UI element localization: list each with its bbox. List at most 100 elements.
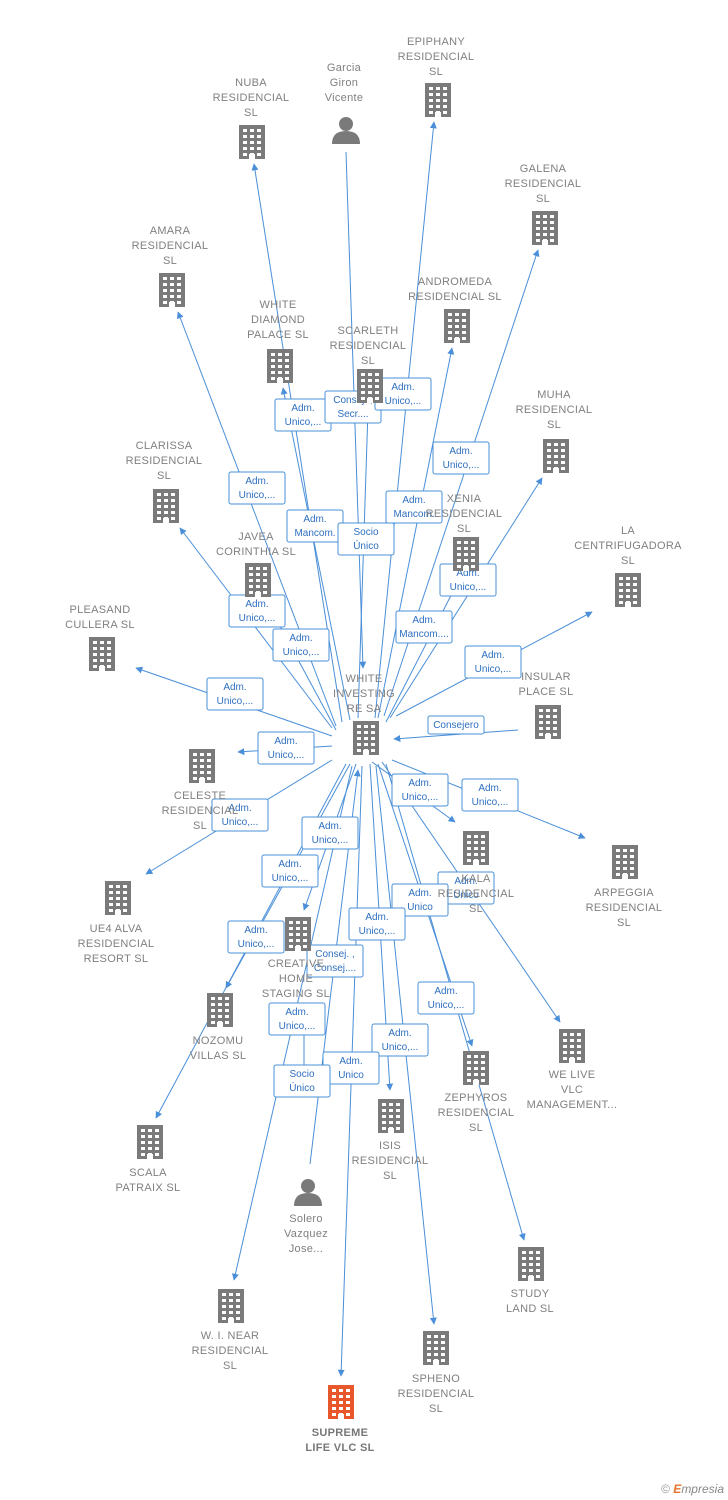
edge-label[interactable]: Consejero bbox=[427, 715, 485, 735]
building-icon bbox=[378, 1099, 404, 1133]
node-label: W. I. NEAR bbox=[201, 1330, 260, 1342]
node-label: Vicente bbox=[325, 92, 364, 104]
edge-label-text: Unico,... bbox=[428, 1000, 465, 1011]
edge-label[interactable]: Adm.Unico,... bbox=[348, 907, 406, 941]
node-wearelive[interactable]: WE LIVEVLCMANAGEMENT... bbox=[527, 1029, 618, 1111]
node-label: SL bbox=[536, 193, 550, 205]
node-label: RESIDENCIAL bbox=[213, 92, 290, 104]
building-icon bbox=[267, 349, 293, 383]
node-supreme[interactable]: SUPREME LIFE VLC SL bbox=[305, 1385, 374, 1454]
node-label: Giron bbox=[330, 77, 358, 89]
edge-label[interactable]: Adm.Unico,... bbox=[228, 594, 286, 628]
edge-label[interactable]: Adm.Unico,... bbox=[464, 645, 522, 679]
edge-label[interactable]: Adm.Mancom.... bbox=[395, 610, 453, 644]
edge-label[interactable]: Adm.Unico,... bbox=[391, 773, 449, 807]
node-solero[interactable]: SoleroVazquezJose... bbox=[284, 1179, 328, 1255]
edge-label-text: Unico,... bbox=[285, 417, 322, 428]
edge-label[interactable]: Adm.Unico,... bbox=[206, 677, 264, 711]
edge-label-text: Único bbox=[353, 539, 379, 552]
edge-label[interactable]: Adm.Unico,... bbox=[257, 731, 315, 765]
node-label: LIFE VLC SL bbox=[305, 1442, 374, 1454]
edge-label-text: Adm. bbox=[391, 382, 414, 393]
edge-label-text: Adm. bbox=[408, 888, 431, 899]
building-icon bbox=[612, 845, 638, 879]
edge-label[interactable]: Adm.Unico,... bbox=[432, 441, 490, 475]
building-icon bbox=[357, 369, 383, 403]
building-icon bbox=[559, 1029, 585, 1063]
building-icon bbox=[159, 273, 185, 307]
edge-label[interactable]: Consej. ,Consej.... bbox=[306, 944, 364, 978]
node-label: INVESTING bbox=[333, 688, 395, 700]
edge-label-text: Unico bbox=[407, 902, 433, 913]
node-label: SL bbox=[457, 523, 471, 535]
node-label: PLEASAND bbox=[69, 604, 130, 616]
building-icon bbox=[543, 439, 569, 473]
node-label: VILLAS SL bbox=[190, 1050, 247, 1062]
edge-label[interactable]: Adm.Unico,... bbox=[261, 854, 319, 888]
node-label: SCARLETH bbox=[337, 325, 398, 337]
node-label: SUPREME bbox=[312, 1427, 369, 1439]
node-label: RESIDENCIAL bbox=[438, 1107, 515, 1119]
building-icon bbox=[615, 573, 641, 607]
edge-label[interactable]: Adm.Unico,... bbox=[374, 377, 432, 411]
edge-label-text: Adm. bbox=[223, 682, 246, 693]
edge-label[interactable]: Adm.Unico bbox=[322, 1051, 380, 1085]
edge-n_white-n_epiphany bbox=[374, 121, 437, 719]
node-label: JAVEA bbox=[238, 531, 274, 543]
edge-n_white-n_xenia bbox=[385, 573, 463, 723]
edge-label[interactable]: Adm.Unico,... bbox=[268, 1002, 326, 1036]
edge-label-text: Adm. bbox=[285, 1007, 308, 1018]
edge-label[interactable]: Adm.Unico,... bbox=[274, 398, 332, 432]
building-icon bbox=[245, 563, 271, 597]
edge-label-text: Unico,... bbox=[222, 817, 259, 828]
edge-label[interactable]: Adm.Unico,... bbox=[301, 816, 359, 850]
person-icon bbox=[294, 1179, 322, 1206]
edge-label[interactable]: Adm.Unico,... bbox=[461, 778, 519, 812]
edge-label[interactable]: Adm.Unico,... bbox=[272, 628, 330, 662]
edge-label[interactable]: Adm.Mancom. bbox=[286, 509, 344, 543]
edge-label[interactable]: Adm.Unico,... bbox=[371, 1023, 429, 1057]
node-label: RESIDENCIAL bbox=[398, 51, 475, 63]
node-label: RESIDENCIAL bbox=[132, 240, 209, 252]
edge-label[interactable]: Adm.Unico,... bbox=[417, 981, 475, 1015]
node-label: EPIPHANY bbox=[407, 36, 465, 48]
edge-label[interactable]: Adm.Unico,... bbox=[211, 798, 269, 832]
node-label: DIAMOND bbox=[251, 314, 305, 326]
edge-label-text: Adm. bbox=[274, 736, 297, 747]
edge-label[interactable]: Adm.Unico,... bbox=[228, 471, 286, 505]
edge-label[interactable]: Adm.Unico,... bbox=[227, 920, 285, 954]
building-icon bbox=[444, 309, 470, 343]
edge-label[interactable]: Adm. Unico bbox=[391, 883, 449, 917]
edge-label[interactable]: Adm.Mancom. bbox=[385, 490, 443, 524]
